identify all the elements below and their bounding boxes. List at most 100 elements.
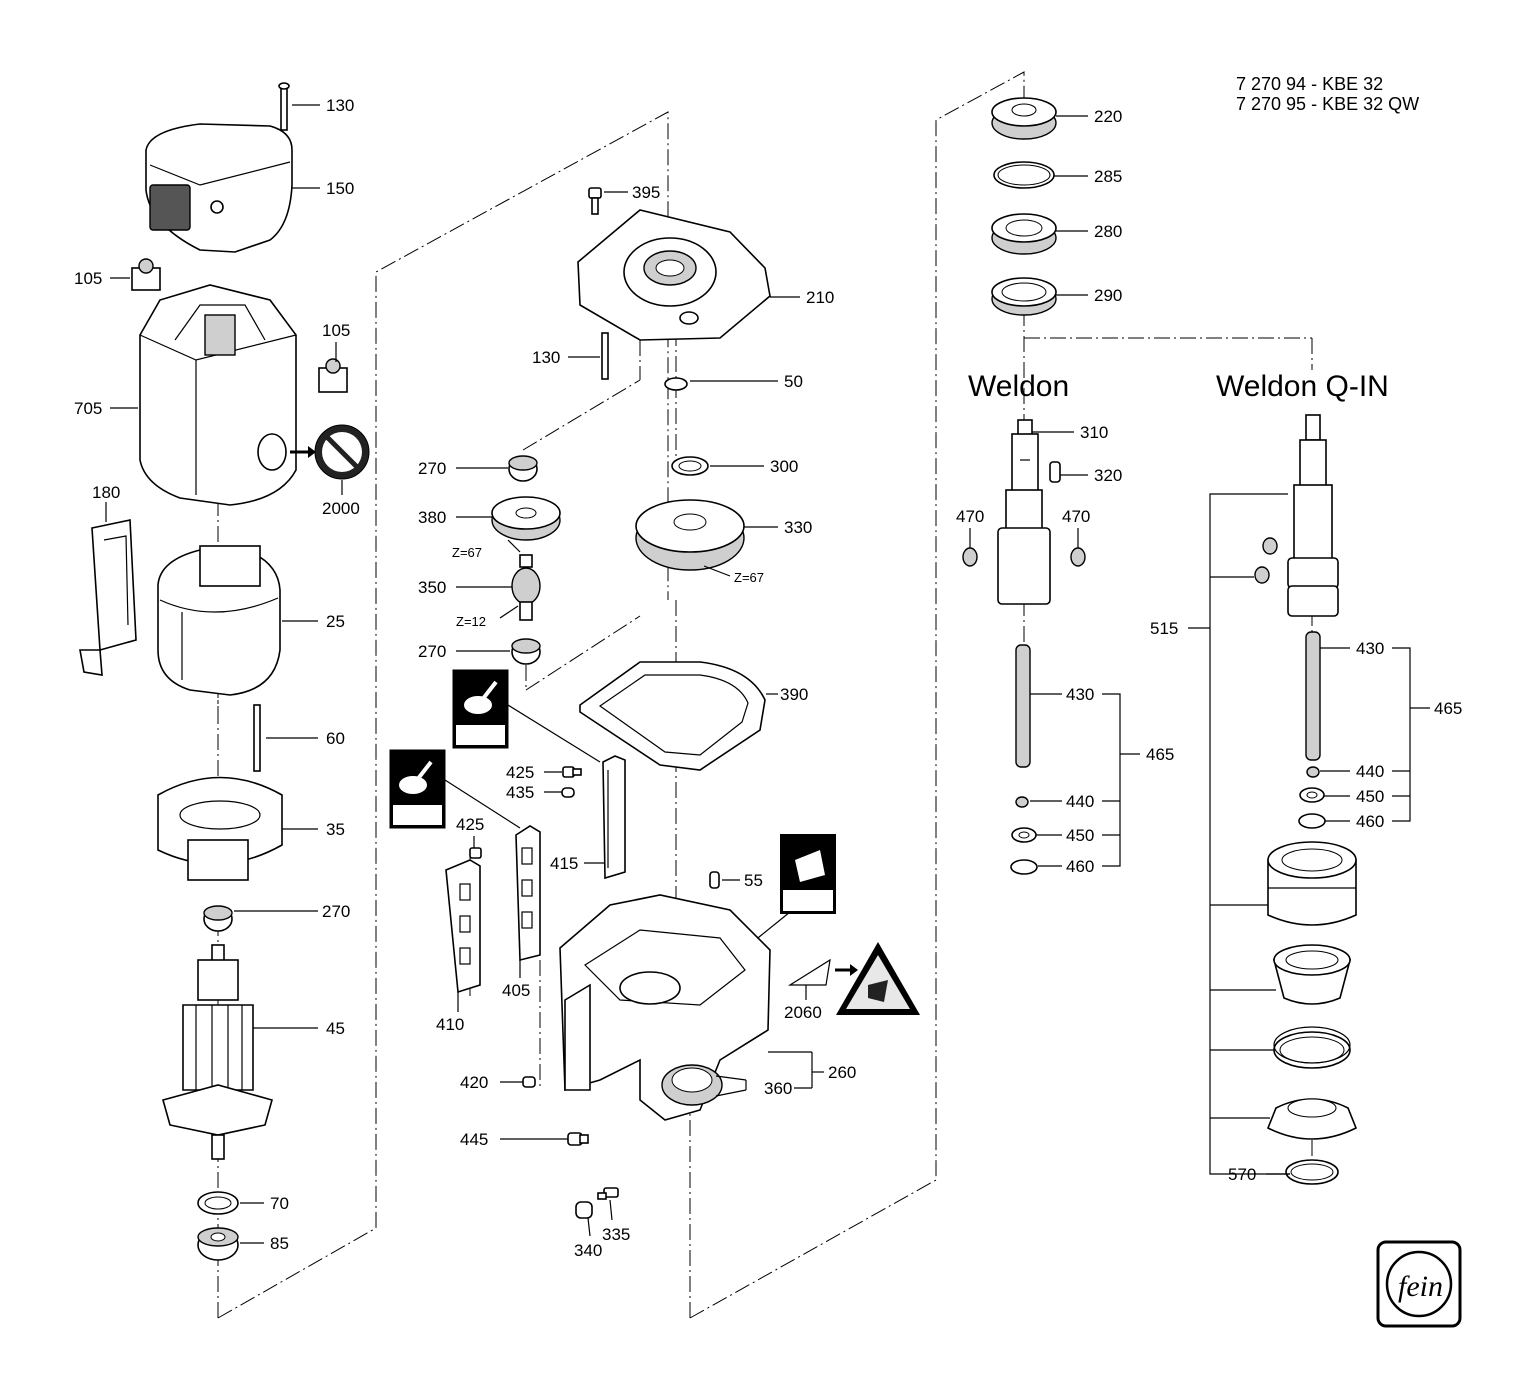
part-label: 425 (506, 763, 534, 782)
part-350-pinion-shaft (511, 554, 541, 621)
part-130-screw-middle (601, 332, 609, 380)
part-335-grease-nipple (597, 1187, 619, 1200)
part-320-key (1049, 461, 1061, 483)
part-25-stator (157, 545, 281, 696)
part-label: 515 (1150, 619, 1178, 638)
part-label: 55 (744, 871, 763, 890)
part-label: 450 (1356, 787, 1384, 806)
part-label: 2000 (322, 499, 360, 518)
part-label: 260 (828, 1063, 856, 1082)
part-130-screw-top (278, 82, 290, 131)
part-label: 270 (418, 642, 446, 661)
part-label: 470 (1062, 507, 1090, 526)
part-label: 460 (1066, 857, 1094, 876)
part-label: 390 (780, 685, 808, 704)
part-105-brush-holder-left (131, 258, 161, 291)
part-label: 330 (784, 518, 812, 537)
part-number-labels: 130 150 105 105 705 2000 180 25 60 35 27… (74, 96, 1462, 1260)
part-label: 25 (326, 612, 345, 631)
part-label: 465 (1146, 745, 1174, 764)
part-210-bearing-plate (577, 209, 771, 341)
bracket-465-qin (1392, 647, 1430, 822)
part-280-bearing (991, 213, 1057, 255)
part-440-qin (1306, 766, 1320, 778)
part-label: 335 (602, 1225, 630, 1244)
part-285-ring (993, 161, 1055, 189)
assembly-guide-lines (217, 71, 1313, 1319)
leader-lines (105, 104, 1350, 1244)
part-label: 340 (574, 1241, 602, 1260)
part-label: 440 (1066, 792, 1094, 811)
part-label: 360 (764, 1079, 792, 1098)
part-410-guide-rail (445, 859, 481, 994)
part-300-retaining-ring (671, 456, 709, 476)
part-270-bearing-mid-bottom (511, 638, 541, 665)
part-420-screw (522, 1076, 536, 1088)
part-label: 445 (460, 1130, 488, 1149)
part-label: 210 (806, 288, 834, 307)
part-440-weldon (1015, 796, 1029, 808)
part-395-screw (588, 187, 602, 215)
part-435-pin (561, 787, 575, 798)
part-450-weldon (1011, 827, 1037, 843)
part-qin-ring-upper (1272, 944, 1352, 1005)
part-qin-set-screws (1254, 537, 1278, 584)
part-2000-warning-sticker (290, 424, 370, 480)
part-label: 350 (418, 578, 446, 597)
part-60-long-screw (253, 704, 261, 772)
part-270-bearing-left (203, 905, 233, 932)
part-85-ball-bearing (197, 1227, 239, 1261)
part-390-gasket (579, 661, 766, 771)
part-label: 300 (770, 457, 798, 476)
part-label: 415 (550, 854, 578, 873)
part-50-retaining-ring (664, 377, 688, 391)
part-qin-sleeve (1267, 841, 1357, 926)
grease-icon-upper (452, 669, 601, 763)
part-445-screw (567, 1132, 589, 1146)
part-qin-spindle (1287, 414, 1339, 617)
part-label: 60 (326, 729, 345, 748)
fein-logo: fein (1376, 1240, 1462, 1328)
bracket-465-weldon (1102, 693, 1140, 867)
part-105-brush-holder-right (318, 358, 348, 393)
part-430-spring-weldon (1015, 644, 1031, 768)
part-70-retaining-ring (197, 1191, 239, 1215)
part-label: 425 (456, 815, 484, 834)
part-label: 2060 (784, 1003, 822, 1022)
part-label: 150 (326, 179, 354, 198)
section-title-weldon: Weldon (968, 370, 1069, 403)
part-45-armature (162, 944, 273, 1160)
part-label: 85 (270, 1234, 289, 1253)
part-label: 105 (322, 321, 350, 340)
part-2060-warning-triangle (787, 942, 920, 1015)
part-label: 450 (1066, 826, 1094, 845)
part-label: 430 (1066, 685, 1094, 704)
part-label: 705 (74, 399, 102, 418)
part-label: 395 (632, 183, 660, 202)
part-470-set-screw-left (962, 547, 978, 567)
part-705-motor-housing (139, 284, 297, 506)
part-label: 405 (502, 981, 530, 1000)
part-425-screw-lower (469, 847, 482, 859)
part-label: 70 (270, 1194, 289, 1213)
part-label: 410 (436, 1015, 464, 1034)
attention-icon (711, 834, 836, 976)
part-label: 440 (1356, 762, 1384, 781)
part-label: 285 (1094, 167, 1122, 186)
part-label: 420 (460, 1073, 488, 1092)
part-180-brush-cover (79, 519, 137, 676)
part-label: 130 (326, 96, 354, 115)
part-460-qin (1298, 813, 1326, 829)
part-label: 45 (326, 1019, 345, 1038)
part-405-guide-rail (515, 825, 541, 962)
part-270-bearing-mid-top (508, 455, 538, 482)
tooth-count-pinion-350: Z=12 (456, 614, 486, 629)
part-label: 310 (1080, 423, 1108, 442)
part-460-weldon (1010, 859, 1038, 875)
part-qin-ring-lower (1266, 1098, 1358, 1140)
bracket-515 (1188, 493, 1290, 1175)
part-label: 380 (418, 508, 446, 527)
model-number-line-2: 7 270 95 - KBE 32 QW (1236, 94, 1419, 114)
fein-logo-text: fein (1398, 1270, 1443, 1303)
